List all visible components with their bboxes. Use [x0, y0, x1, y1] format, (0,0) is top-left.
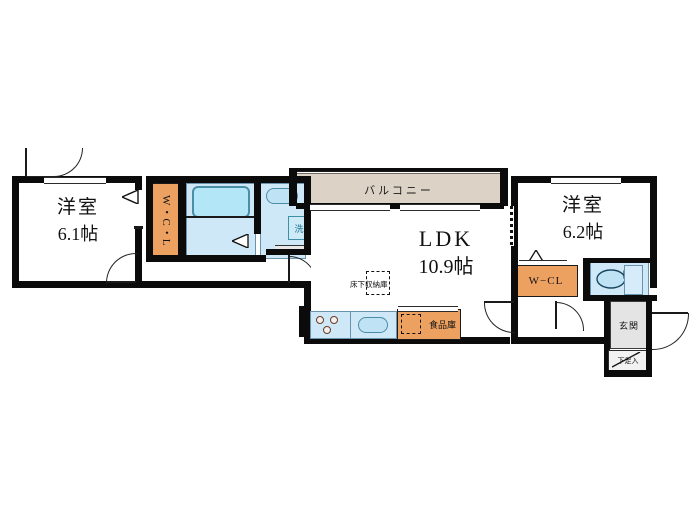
wall-west-outer-bottom: [12, 281, 142, 288]
wall-wic-right: [178, 176, 186, 258]
underfloor-storage-label: 床下収納庫: [350, 280, 388, 289]
window-ldk-balcony-right: [400, 204, 480, 211]
wall-balcony-band-right: [500, 170, 508, 206]
wall-kitchen-counter-top: [299, 306, 307, 337]
door-leaf-west-exterior[interactable]: [25, 148, 27, 176]
bedroom-west-name: 洋室: [30, 196, 126, 220]
bedroom-east-floor: [518, 182, 646, 262]
pantry-marker: [401, 314, 421, 334]
wall-balcony-band-left: [289, 170, 297, 206]
bedroom-west-name-text: 洋室: [56, 197, 99, 219]
bedroom-east-name: 洋室: [530, 194, 636, 218]
wall-west-room-right: [135, 176, 142, 288]
wall-ldk-left-lower: [304, 281, 311, 344]
wall-wic-left: [146, 176, 153, 258]
pantry-top-trim: [398, 306, 458, 312]
kitchen-sink: [358, 317, 388, 333]
hallway-floor: [146, 262, 304, 284]
wall-bath-washroom-divider: [254, 176, 261, 234]
wall-genkan-right-lower: [646, 347, 652, 377]
genkan-label: 玄関: [618, 320, 639, 331]
wall-bath-top: [146, 176, 311, 183]
bathtub: [192, 186, 250, 218]
balcony-rail-top: [292, 170, 504, 172]
bedroom-east-name-text: 洋室: [561, 195, 604, 217]
wall-ldk-bottom: [304, 337, 510, 344]
sliding-door-track-west: [134, 226, 143, 229]
door-leaf-entrance[interactable]: [652, 312, 688, 314]
window-ldk-balcony-left: [310, 204, 390, 211]
pantry-label: 食品庫: [428, 320, 456, 330]
balcony-area: バルコニー: [296, 173, 502, 207]
bedroom-west-size-text: 6.1帖: [57, 223, 99, 244]
wall-balcony-outer-top: [289, 168, 508, 171]
washer-label: 洗: [294, 223, 304, 234]
ldk-size: 10.9帖: [396, 254, 496, 280]
sliding-door-bedroom-west[interactable]: [133, 190, 143, 226]
bath-door-arrow-icon: [232, 234, 249, 248]
wall-genkan-right: [646, 295, 652, 347]
bedroom-east-closet: W−CL: [514, 265, 578, 297]
wall-bath-bottom: [146, 255, 266, 262]
stove-burner-3-icon: [323, 326, 331, 334]
ldk-name-text: LDK: [418, 226, 474, 252]
sliding-door-arrow-icon: [122, 190, 139, 204]
wall-hall-bottom: [136, 281, 311, 288]
window-bedroom-west: [44, 177, 106, 184]
stove-burner-1-icon: [316, 316, 324, 324]
underfloor-storage-box: [366, 271, 390, 295]
ldk-name: LDK: [396, 226, 496, 252]
door-leaf-bedroom-west-hall[interactable]: [106, 281, 136, 283]
wall-washroom-bottom: [266, 249, 311, 255]
wall-east-left: [511, 176, 518, 264]
door-arc-west-exterior[interactable]: [26, 148, 83, 177]
wall-toilet-bottom: [583, 295, 657, 301]
window-bedroom-east: [551, 177, 621, 184]
wall-east-right: [650, 176, 657, 288]
balcony-label: バルコニー: [364, 185, 434, 197]
bedroom-west-size: 6.1帖: [30, 222, 126, 246]
wic-label: W・C・L: [160, 195, 172, 247]
toilet-tank: [624, 265, 643, 295]
wall-genkan-bottom: [604, 370, 652, 377]
genkan-entrance: 玄関: [610, 301, 648, 349]
wall-ldk-left-upper: [304, 176, 311, 254]
ldk-size-text: 10.9帖: [418, 255, 474, 278]
door-leaf-east-hall-ldk[interactable]: [484, 301, 514, 303]
wcl-label: W−CL: [528, 275, 564, 287]
wall-toilet-top: [583, 258, 657, 263]
shoe-box-label: 下足入: [617, 357, 639, 365]
wall-east-hall-bottom: [511, 337, 607, 344]
bedroom-east-size: 6.2帖: [530, 220, 636, 244]
bath-divider: [186, 216, 254, 218]
walk-in-closet: W・C・L: [152, 183, 180, 259]
door-leaf-hall-ldk[interactable]: [288, 255, 290, 283]
sliding-door-track-east: [510, 206, 513, 246]
stove-burner-2-icon: [330, 316, 338, 324]
wall-genkan-left: [604, 295, 610, 375]
wall-toilet-left: [583, 262, 590, 300]
door-leaf-toilet[interactable]: [555, 301, 557, 329]
door-arc-entrance[interactable]: [652, 313, 689, 350]
bedroom-east-size-text: 6.2帖: [562, 221, 604, 242]
kitchen-stove-unit: [310, 311, 352, 339]
shoe-box-arrow-icon: [612, 352, 641, 368]
wall-west-outer-left: [12, 176, 19, 288]
